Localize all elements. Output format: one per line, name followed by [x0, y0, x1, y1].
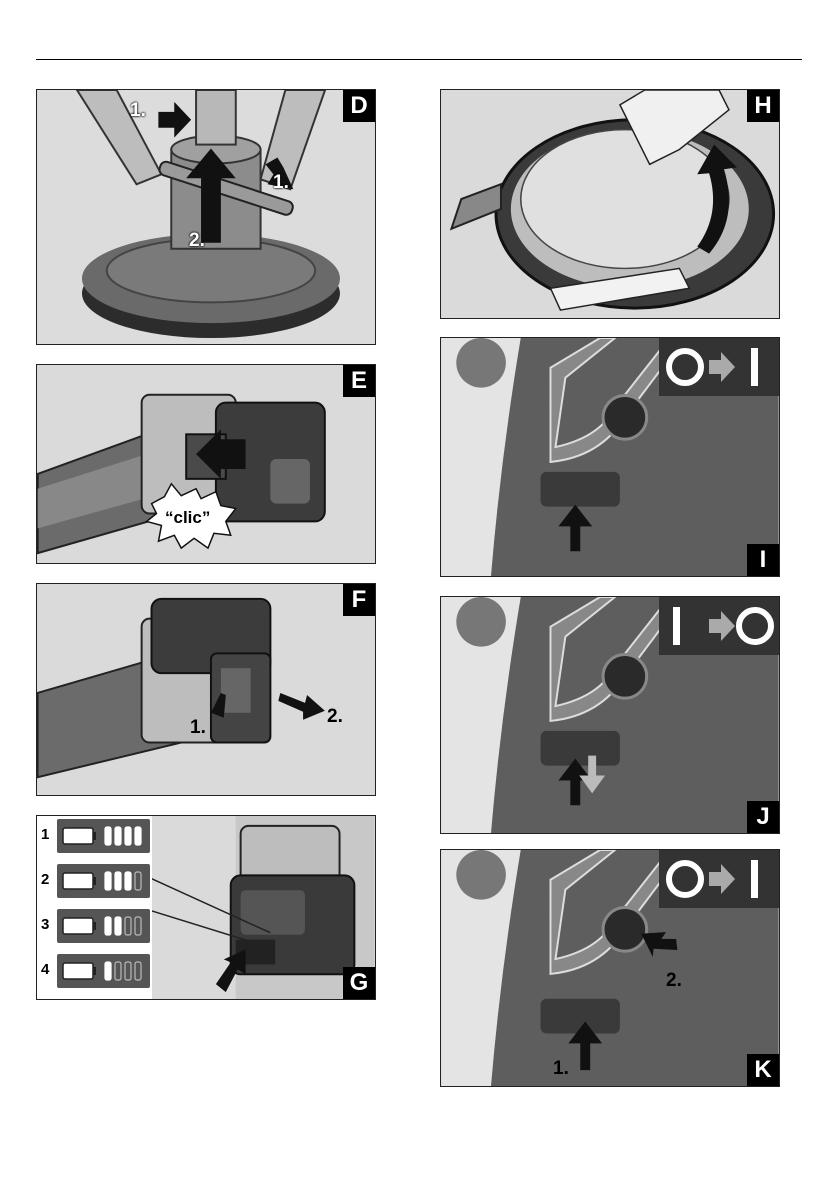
- battery-body: [63, 828, 93, 844]
- panel-letter: K: [747, 1054, 779, 1086]
- step-label: 2.: [189, 230, 205, 252]
- panel-f: 1. 2. F: [36, 583, 376, 796]
- battery-icon: [57, 864, 150, 898]
- battery-tip: [93, 832, 96, 840]
- arrow-right-icon: [37, 584, 375, 795]
- switch-off-icon: [739, 610, 771, 642]
- charge-bar-lit: [105, 827, 111, 845]
- level-number: 4: [41, 961, 49, 978]
- panel-i: I: [440, 337, 780, 577]
- charge-bar-lit: [125, 827, 131, 845]
- burst-icon: [37, 365, 375, 563]
- battery-body: [63, 963, 93, 979]
- charge-level-row: 1: [37, 816, 152, 856]
- arrow-right-icon: [709, 611, 735, 641]
- battery-icon: [57, 819, 150, 853]
- charge-bar-empty: [125, 917, 131, 935]
- step-label: 1.: [130, 100, 146, 122]
- switch-on-off-indicator: [659, 597, 779, 655]
- battery-body: [63, 918, 93, 934]
- panel-letter: D: [343, 90, 375, 122]
- switch-off-on-indicator: [659, 338, 779, 396]
- level-number: 2: [41, 871, 49, 888]
- battery-tip: [93, 967, 96, 975]
- panel-j: J: [440, 596, 780, 834]
- panel-h: H: [440, 89, 780, 319]
- step-label: 2.: [327, 706, 343, 728]
- arrow-right-icon: [709, 352, 735, 382]
- panel-letter: I: [747, 544, 779, 576]
- battery-body: [63, 873, 93, 889]
- arrow-up-icon: [441, 90, 779, 318]
- charge-bar-empty: [125, 962, 131, 980]
- switch-on-icon: [751, 860, 758, 898]
- switch-off-on-indicator: [659, 850, 779, 908]
- panel-d: 1. 1. 2. D: [36, 89, 376, 345]
- charge-bar-lit: [135, 827, 141, 845]
- battery-icon: [57, 954, 150, 988]
- charge-bar-empty: [135, 872, 141, 890]
- arrow-right-icon: [37, 90, 375, 344]
- charge-bar-lit: [105, 872, 111, 890]
- switch-on-icon: [751, 348, 758, 386]
- step-label: 1.: [273, 172, 289, 194]
- charge-bar-lit: [115, 917, 121, 935]
- step-label: 1.: [553, 1058, 569, 1080]
- switch-on-icon: [673, 607, 680, 645]
- step-label: 1.: [190, 717, 206, 739]
- panel-g: 1 2 3 4 G: [36, 815, 376, 1000]
- panel-letter: G: [343, 967, 375, 999]
- battery-icon: [57, 909, 150, 943]
- battery-tip: [93, 922, 96, 930]
- header-rule: [36, 59, 802, 60]
- charge-bar-lit: [105, 917, 111, 935]
- charge-level-row: 3: [37, 906, 152, 946]
- switch-off-icon: [669, 863, 701, 895]
- level-number: 3: [41, 916, 49, 933]
- clic-sound-label: “clic”: [165, 508, 210, 528]
- charge-level-legend: 1 2 3 4: [37, 816, 152, 999]
- panel-letter: E: [343, 365, 375, 397]
- panel-letter: J: [747, 801, 779, 833]
- battery-tip: [93, 877, 96, 885]
- charge-bar-lit: [115, 872, 121, 890]
- charge-bar-empty: [135, 962, 141, 980]
- charge-bar-empty: [115, 962, 121, 980]
- charge-bar-empty: [135, 917, 141, 935]
- charge-bar-lit: [115, 827, 121, 845]
- charge-level-row: 4: [37, 951, 152, 991]
- charge-bar-lit: [105, 962, 111, 980]
- switch-off-icon: [669, 351, 701, 383]
- panel-k: 1. 2. K: [440, 849, 780, 1087]
- charge-level-row: 2: [37, 861, 152, 901]
- panel-e: “clic” E: [36, 364, 376, 564]
- arrow-right-icon: [709, 864, 735, 894]
- panel-letter: F: [343, 584, 375, 616]
- step-label: 2.: [666, 970, 682, 992]
- charge-bar-lit: [125, 872, 131, 890]
- level-number: 1: [41, 826, 49, 843]
- panel-letter: H: [747, 90, 779, 122]
